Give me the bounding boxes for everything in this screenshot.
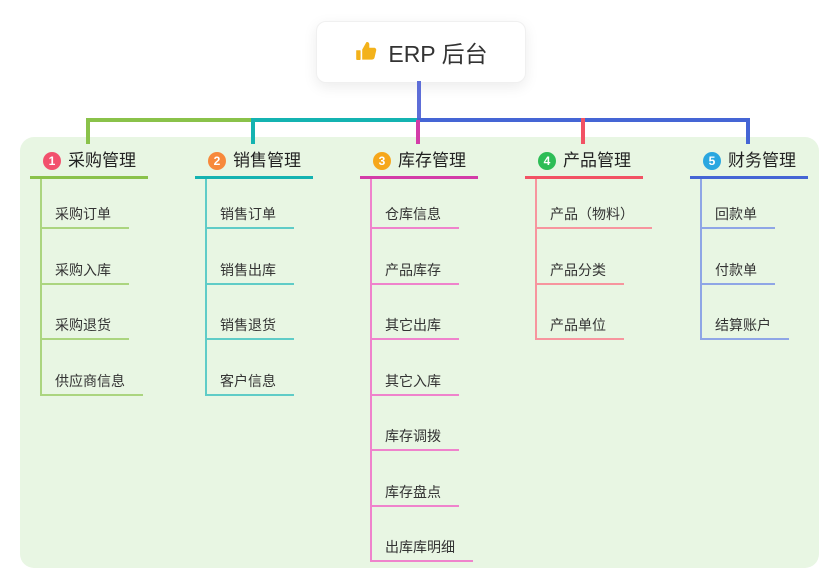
branch-underline xyxy=(360,176,478,179)
thumbs-up-icon xyxy=(356,42,377,60)
branch-underline xyxy=(195,176,313,179)
child-node[interactable]: 采购退货 xyxy=(40,312,129,340)
child-connector-line xyxy=(205,179,207,396)
branch-drop-line xyxy=(746,118,750,144)
root-node[interactable]: ERP 后台 xyxy=(316,21,526,83)
branch-drop-line xyxy=(581,118,585,144)
child-node[interactable]: 采购入库 xyxy=(40,257,129,285)
branch-node-finance[interactable]: 财务管理 xyxy=(728,151,796,170)
branch-underline xyxy=(30,176,148,179)
child-node[interactable]: 产品库存 xyxy=(370,257,459,285)
branch-badge: 1 xyxy=(43,152,61,170)
branch-badge: 4 xyxy=(538,152,556,170)
branch-badge: 2 xyxy=(208,152,226,170)
child-node[interactable]: 产品（物料） xyxy=(535,201,652,229)
child-node[interactable]: 采购订单 xyxy=(40,201,129,229)
branch-node-product[interactable]: 产品管理 xyxy=(563,151,631,170)
child-node[interactable]: 销售订单 xyxy=(205,201,294,229)
root-connector xyxy=(417,81,421,118)
branch-node-sales[interactable]: 销售管理 xyxy=(233,151,301,170)
child-node[interactable]: 库存盘点 xyxy=(370,479,459,507)
branch-drop-line xyxy=(251,118,255,144)
child-node[interactable]: 其它出库 xyxy=(370,312,459,340)
root-node-label: ERP 后台 xyxy=(388,41,488,67)
child-node[interactable]: 销售退货 xyxy=(205,312,294,340)
child-connector-line xyxy=(370,179,372,562)
mindmap-canvas xyxy=(20,137,819,568)
child-node[interactable]: 回款单 xyxy=(700,201,775,229)
branch-underline xyxy=(525,176,643,179)
child-connector-line xyxy=(535,179,537,340)
child-node[interactable]: 出库库明细 xyxy=(370,534,473,562)
child-node[interactable]: 仓库信息 xyxy=(370,201,459,229)
child-node[interactable]: 供应商信息 xyxy=(40,368,143,396)
bus-segment-sales xyxy=(251,118,419,122)
child-node[interactable]: 客户信息 xyxy=(205,368,294,396)
child-node[interactable]: 产品单位 xyxy=(535,312,624,340)
branch-drop-line xyxy=(86,118,90,144)
branch-node-inventory[interactable]: 库存管理 xyxy=(398,151,466,170)
child-node[interactable]: 产品分类 xyxy=(535,257,624,285)
child-node[interactable]: 库存调拨 xyxy=(370,423,459,451)
child-node[interactable]: 销售出库 xyxy=(205,257,294,285)
child-node[interactable]: 结算账户 xyxy=(700,312,789,340)
child-connector-line xyxy=(40,179,42,396)
branch-underline xyxy=(690,176,808,179)
child-node[interactable]: 付款单 xyxy=(700,257,775,285)
child-connector-line xyxy=(700,179,702,340)
branch-drop-line xyxy=(416,120,420,144)
branch-badge: 5 xyxy=(703,152,721,170)
branch-node-purchase[interactable]: 采购管理 xyxy=(68,151,136,170)
branch-badge: 3 xyxy=(373,152,391,170)
child-node[interactable]: 其它入库 xyxy=(370,368,459,396)
bus-segment-purchase xyxy=(86,118,253,122)
